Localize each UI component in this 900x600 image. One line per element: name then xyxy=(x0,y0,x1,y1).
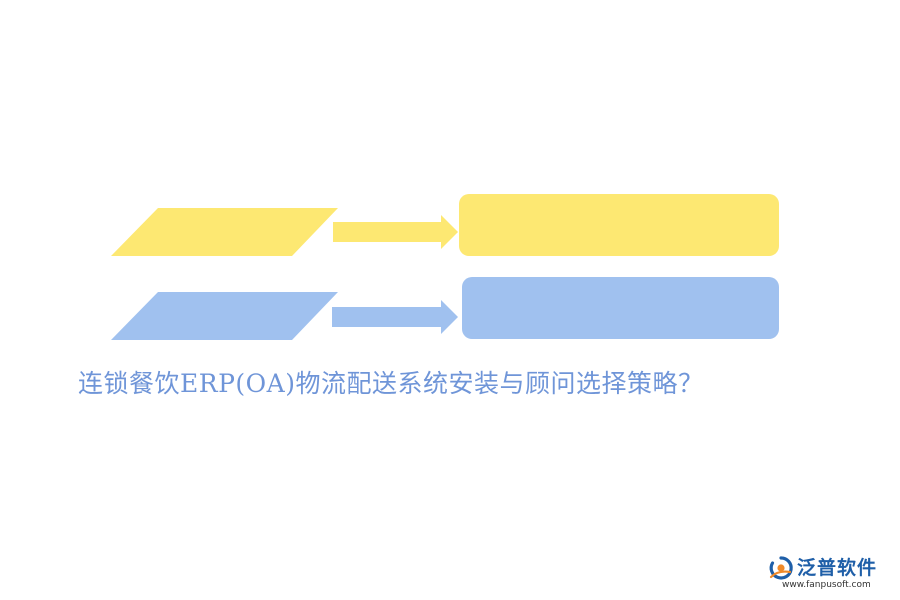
logo-brand-name: 泛普软件 xyxy=(797,557,878,579)
diagram-title: 连锁餐饮ERP(OA)物流配送系统安装与顾问选择策略？ xyxy=(78,369,704,398)
logo-website-url: www.fanpusoft.com xyxy=(782,580,871,590)
blue-arrow-icon xyxy=(332,300,458,334)
brand-logo: 泛普软件 www.fanpusoft.com xyxy=(768,553,892,597)
yellow-rounded-box xyxy=(459,194,779,256)
fanpu-logo-icon xyxy=(769,556,793,580)
yellow-parallelogram xyxy=(111,208,338,256)
yellow-arrow-icon xyxy=(333,215,458,249)
blue-rounded-box xyxy=(462,277,779,339)
blue-parallelogram xyxy=(111,292,338,340)
